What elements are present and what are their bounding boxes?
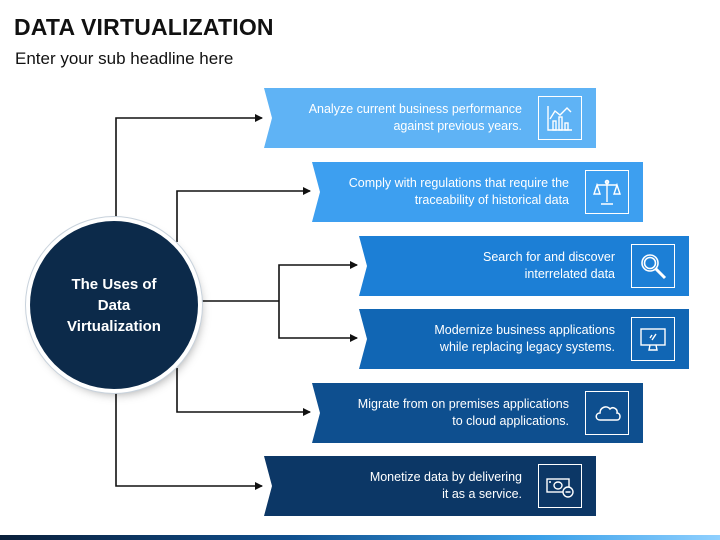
use-card-5: Migrate from on premises applications to… xyxy=(312,383,643,443)
use-card-4: Modernize business applications while re… xyxy=(359,309,689,369)
money-icon xyxy=(538,464,582,508)
use-card-6-text: Monetize data by delivering it as a serv… xyxy=(369,470,522,501)
use-card-4-text: Modernize business applications while re… xyxy=(434,323,615,354)
monitor-icon xyxy=(631,317,675,361)
connector-3 xyxy=(278,261,358,301)
page-title: DATA VIRTUALIZATION xyxy=(14,14,274,40)
use-card-5-text: Migrate from on premises applications to… xyxy=(357,397,569,428)
bar-chart-icon xyxy=(538,96,582,140)
connector-1 xyxy=(115,114,263,221)
connector-2 xyxy=(176,187,311,242)
bottom-accent-bar xyxy=(0,535,720,540)
use-card-3: Search for and discover interrelated dat… xyxy=(359,236,689,296)
use-card-2: Comply with regulations that require the… xyxy=(312,162,643,222)
hub-circle: The Uses of Data Virtualization xyxy=(30,221,198,389)
use-card-3-text: Search for and discover interrelated dat… xyxy=(482,250,615,281)
scales-icon xyxy=(585,170,629,214)
use-card-1: Analyze current business performance aga… xyxy=(264,88,596,148)
connector-4 xyxy=(278,301,358,342)
connector-5 xyxy=(176,368,311,416)
magnifier-icon xyxy=(631,244,675,288)
use-card-6: Monetize data by delivering it as a serv… xyxy=(264,456,596,516)
hub-label: The Uses of Data Virtualization xyxy=(67,275,161,335)
connector-6 xyxy=(115,389,263,490)
use-card-1-text: Analyze current business performance aga… xyxy=(308,102,522,133)
use-card-2-text: Comply with regulations that require the… xyxy=(348,176,569,207)
page-subtitle: Enter your sub headline here xyxy=(15,49,234,68)
cloud-icon xyxy=(585,391,629,435)
